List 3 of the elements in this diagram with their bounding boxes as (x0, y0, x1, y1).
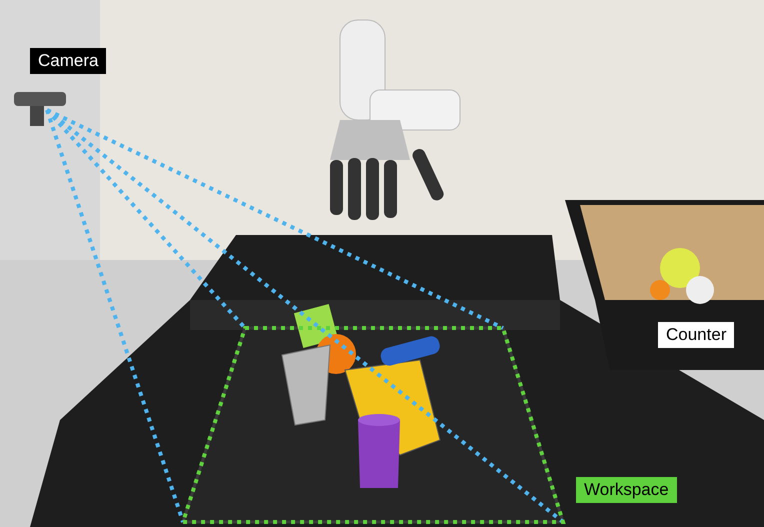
camera-label: Camera (30, 48, 106, 74)
counter-label: Counter (658, 322, 734, 348)
workspace-label: Workspace (576, 477, 677, 503)
